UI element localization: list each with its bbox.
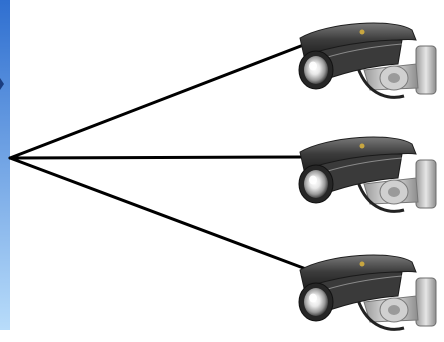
camera-group	[299, 23, 436, 329]
connector-line-3	[10, 158, 306, 269]
camera-top-icon	[299, 23, 436, 97]
camera-middle-icon	[299, 137, 436, 211]
connector-lines	[10, 44, 306, 269]
connector-line-1	[10, 44, 306, 158]
recorder-panel	[0, 0, 10, 330]
connector-line-2	[10, 157, 306, 158]
camera-bottom-icon	[299, 255, 436, 329]
